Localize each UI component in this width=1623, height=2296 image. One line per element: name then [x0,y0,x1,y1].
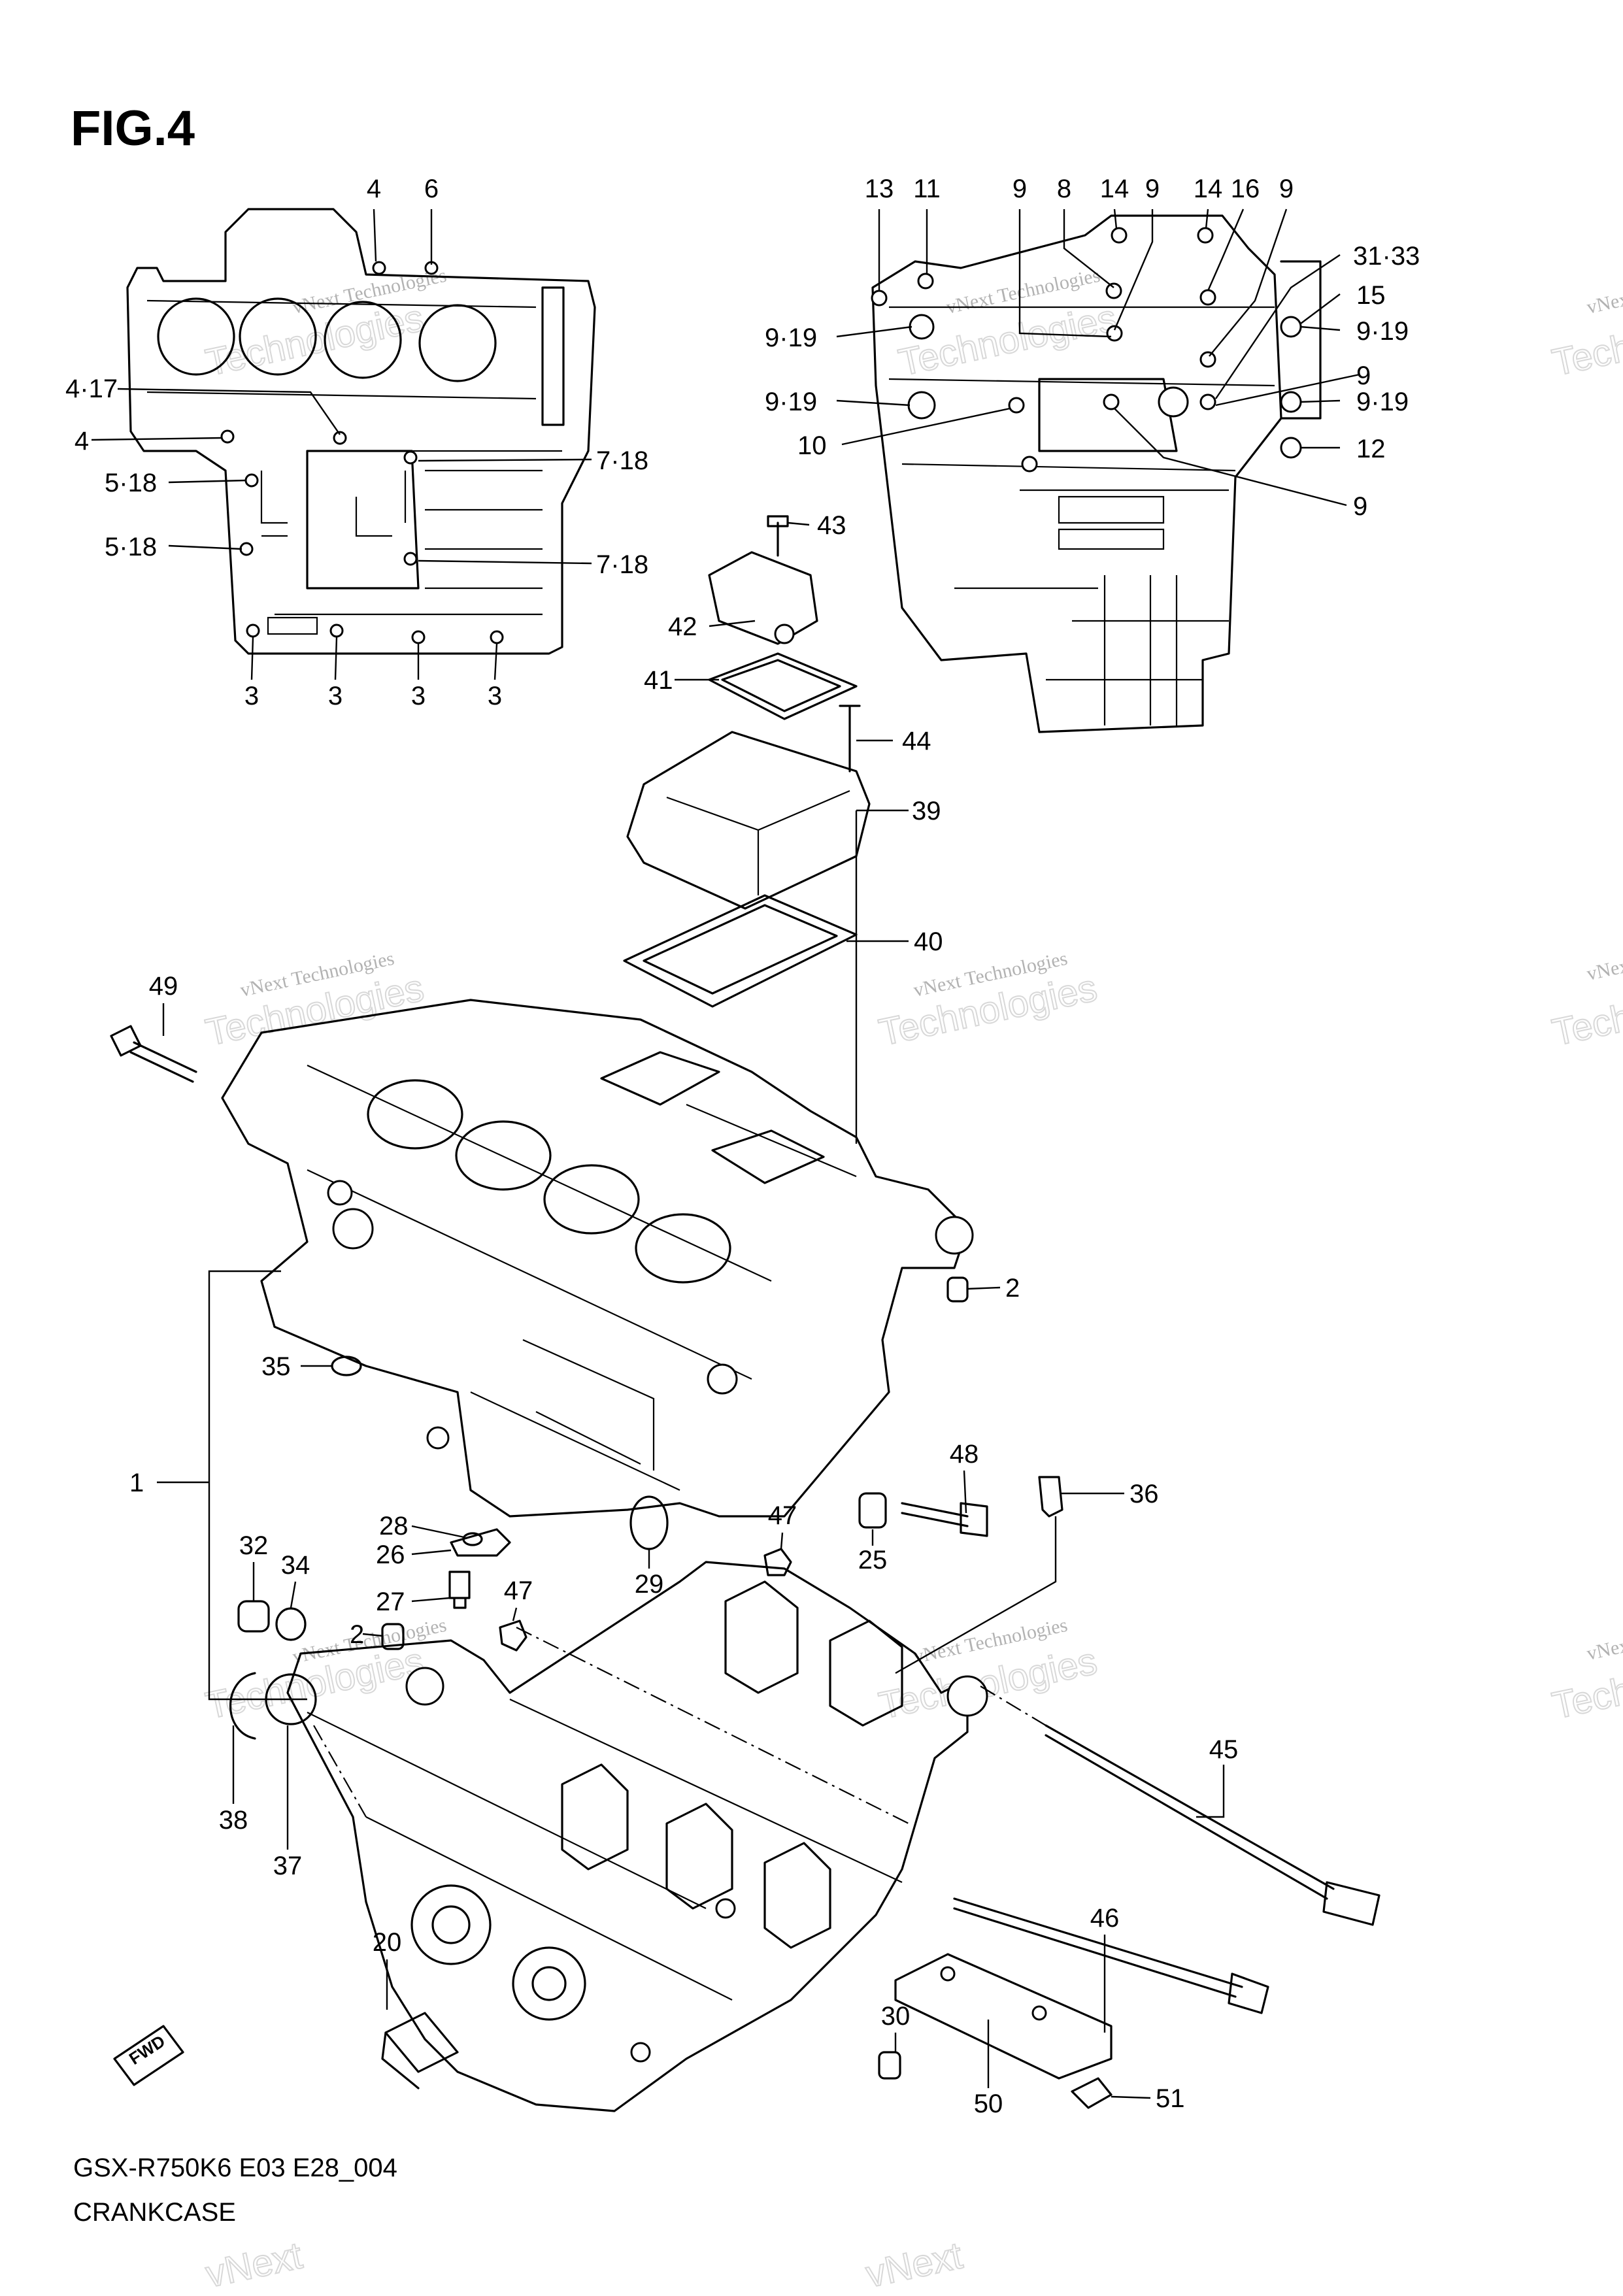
callout-label: 41 [644,666,673,695]
callout-label: 16 [1231,175,1260,203]
callout-label: 35 [261,1352,291,1381]
callout-label: 27 [376,1588,405,1616]
callout-label: 6 [424,175,439,203]
callout-label: 37 [273,1852,303,1880]
watermark: vNext [1585,1633,1623,1665]
callout-label: 9 [1145,175,1160,203]
watermark: vNext [1585,287,1623,318]
callout-label: 9 [1353,492,1367,521]
breather-assembly [623,515,871,1144]
model-code: GSX-R750K6 E03 E28_004 [73,2154,397,2182]
callout-label: 50 [974,2089,1003,2118]
callout-label: 9·19 [765,388,817,416]
callout-label: 9·19 [1356,388,1409,416]
assembly-line [516,1627,909,1824]
crankcase-top-view [126,208,596,655]
callout-label: 46 [1090,1904,1120,1933]
callout-label: 20 [373,1928,402,1957]
callout-label: 3 [328,682,343,710]
callout-label: 3 [244,682,259,710]
leader-lines [91,208,1360,2099]
assembly-line [313,1725,367,1818]
callout-label: 48 [950,1440,979,1469]
callout-label: 45 [1209,1735,1239,1764]
callout-label: 4 [75,427,89,456]
watermark: vNext [1585,954,1623,985]
callout-label: 9·19 [1356,317,1409,346]
lower-crankcase [286,1561,988,2112]
callout-label: 29 [635,1570,664,1599]
callout-label: 42 [668,612,697,641]
callout-label: 8 [1057,175,1071,203]
callout-label: 25 [858,1546,888,1574]
callout-label: 51 [1156,2084,1185,2113]
callout-label: 47 [768,1501,797,1530]
callout-label: 1 [129,1469,144,1497]
callout-label: 9·19 [765,324,817,352]
callout-labels: 4 6 4·17 4 5·18 5·18 7·18 7·18 3 3 3 3 1… [65,175,1420,2118]
callout-label: 14 [1100,175,1129,203]
callout-label: 7·18 [596,550,648,579]
callout-label: 31·33 [1353,242,1420,271]
crankcase-bottom-view [871,214,1322,733]
callout-label: 26 [376,1540,405,1569]
callout-label: 49 [149,972,178,1001]
callout-label: 44 [902,727,931,756]
callout-label: 36 [1129,1480,1159,1508]
callout-label: 32 [239,1531,269,1560]
callout-bracket [208,1270,307,1701]
callout-leader [895,1516,1057,1674]
callout-label: 38 [219,1806,248,1835]
callout-label: 40 [914,927,943,956]
watermark: vNext [202,2234,306,2295]
upper-crankcase [221,999,974,1518]
callout-label: 4·17 [65,374,118,403]
callout-label: 2 [350,1620,364,1649]
callout-label: 7·18 [596,446,648,475]
watermark: Technologies [875,1640,1101,1727]
callout-label: 11 [913,175,941,203]
callout-label: 10 [797,431,827,460]
callout-label: 47 [504,1576,533,1605]
callout-label: 3 [411,682,426,710]
figure-name: CRANKCASE [73,2198,236,2227]
watermark: vNext [862,2234,966,2295]
callout-label: 3 [488,682,502,710]
callout-label: 12 [1356,435,1386,463]
callout-label: 39 [912,797,941,825]
callout-label: 2 [1005,1274,1020,1303]
callout-label: 5·18 [105,533,157,561]
callout-label: 9 [1279,175,1294,203]
callout-label: 4 [367,175,381,203]
figure-title: FIG.4 [71,101,195,156]
callout-label: 28 [379,1512,409,1540]
callout-label: 30 [881,2002,911,2031]
callout-label: 14 [1194,175,1223,203]
watermarks: vNext Technologies Technologies vNext Te… [201,265,1623,2296]
callout-label: 9 [1356,361,1371,390]
callout-label: 43 [817,511,846,540]
callout-label: 9 [1012,175,1027,203]
callout-label: 5·18 [105,469,157,497]
watermark: Technologies [895,297,1120,384]
callout-label: 13 [865,175,894,203]
callout-label: 15 [1356,281,1386,310]
assembly-line [980,1686,1046,1726]
callout-label: 34 [281,1551,310,1580]
